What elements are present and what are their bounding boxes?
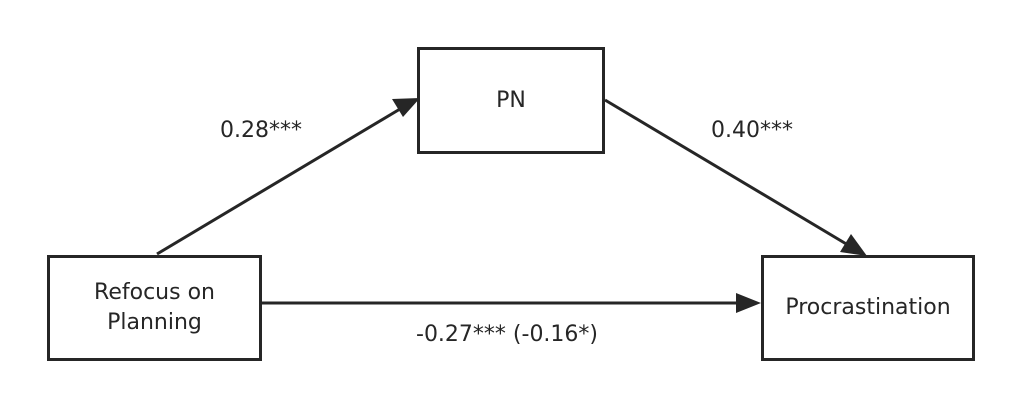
path-c-coefficient: -0.27*** (-0.16*) [416,322,599,347]
arrow-mediator-to-outcome [604,98,867,256]
outcome-label: Procrastination [785,295,951,320]
mediator-label: PN [496,87,526,113]
arrow-predictor-to-mediator [156,98,420,256]
predictor-label-line2: Planning [107,310,202,335]
mediator-box: PN [417,47,605,154]
outcome-box: Procrastination [761,255,975,361]
path-b-coefficient: 0.40*** [711,118,793,143]
arrow-predictor-to-outcome [262,293,761,313]
predictor-box: Refocus on Planning [47,255,262,361]
predictor-label: Refocus on Planning [94,278,215,338]
path-a-coefficient: 0.28*** [220,118,302,143]
predictor-label-line1: Refocus on [94,280,215,305]
